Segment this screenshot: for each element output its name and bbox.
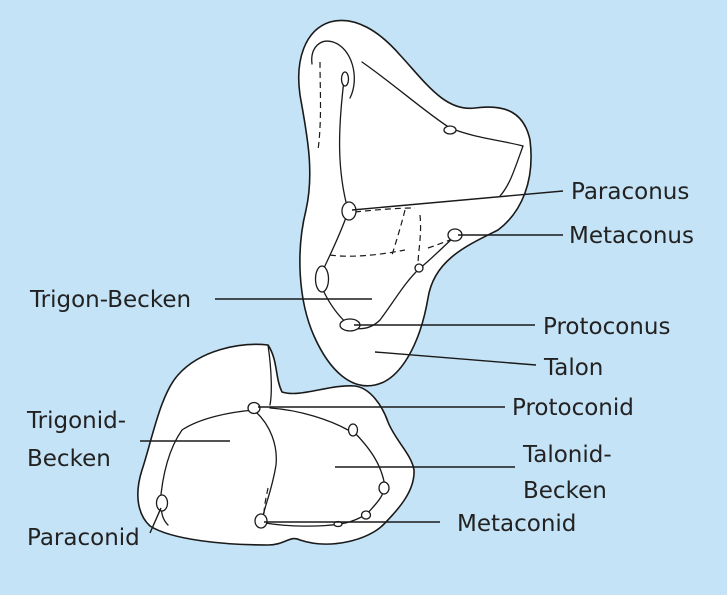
upper-molar-inner-rim: [311, 40, 355, 99]
lower-inner-rim: [267, 344, 272, 406]
label-paraconid: Paraconid: [27, 525, 140, 551]
talonid-lingual-ridge: [351, 429, 386, 488]
talonid-cusp-bottom: [360, 510, 372, 520]
label-protoconus: Protoconus: [543, 314, 670, 340]
dashed-line-6: [354, 207, 416, 213]
label-talonid-becken-line2: Becken: [523, 478, 607, 504]
label-metaconid: Metaconid: [457, 511, 576, 537]
distal-crest: [351, 267, 421, 330]
dashed-line-4: [417, 214, 422, 266]
label-metaconus: Metaconus: [569, 223, 694, 249]
dashed-line-3: [329, 249, 406, 257]
protoconid-cusp: [247, 401, 261, 415]
upper-molar-outline: [298, 19, 532, 387]
paraconid-cusp: [155, 494, 169, 512]
leader-talon: [374, 351, 537, 366]
upper-cusp-small-center: [414, 263, 424, 273]
lower-dashed-1: [263, 487, 269, 516]
trigonid-ridge: [159, 409, 255, 506]
labels: Paraconus Metaconus Trigon-Becken Protoc…: [26, 179, 694, 551]
upper-cusp-left-large: [314, 265, 330, 293]
talonid-top-ridge: [269, 407, 349, 431]
lower-molar-outline: [137, 343, 415, 546]
label-paraconus: Paraconus: [571, 179, 689, 205]
lower-molar: [137, 343, 415, 546]
buccal-ridge: [499, 145, 524, 197]
metaconid-cusp: [254, 513, 268, 529]
dashed-line-1: [317, 61, 322, 151]
talonid-cusp-right: [378, 481, 390, 495]
leader-paraconid: [149, 507, 162, 534]
protoconid-distal-ridge: [255, 411, 277, 521]
label-trigonid-becken-line2: Becken: [27, 446, 111, 472]
leader-lines: [140, 190, 564, 534]
label-trigonid-becken-line1: Trigonid-: [26, 408, 126, 434]
label-talon: Talon: [543, 355, 603, 381]
paraconus-cusp: [341, 201, 357, 221]
upper-cusp-small-right: [443, 125, 457, 135]
leader-paraconus: [351, 190, 564, 211]
upper-molar: [298, 19, 532, 387]
label-trigon-becken: Trigon-Becken: [29, 287, 191, 313]
talonid-cusp-top: [347, 423, 359, 437]
upper-cusp-small-top: [340, 71, 350, 87]
label-protoconid: Protoconid: [512, 395, 634, 421]
label-talonid-becken-line1: Talonid-: [522, 442, 612, 468]
paracone-ridge-mesial: [338, 79, 349, 211]
